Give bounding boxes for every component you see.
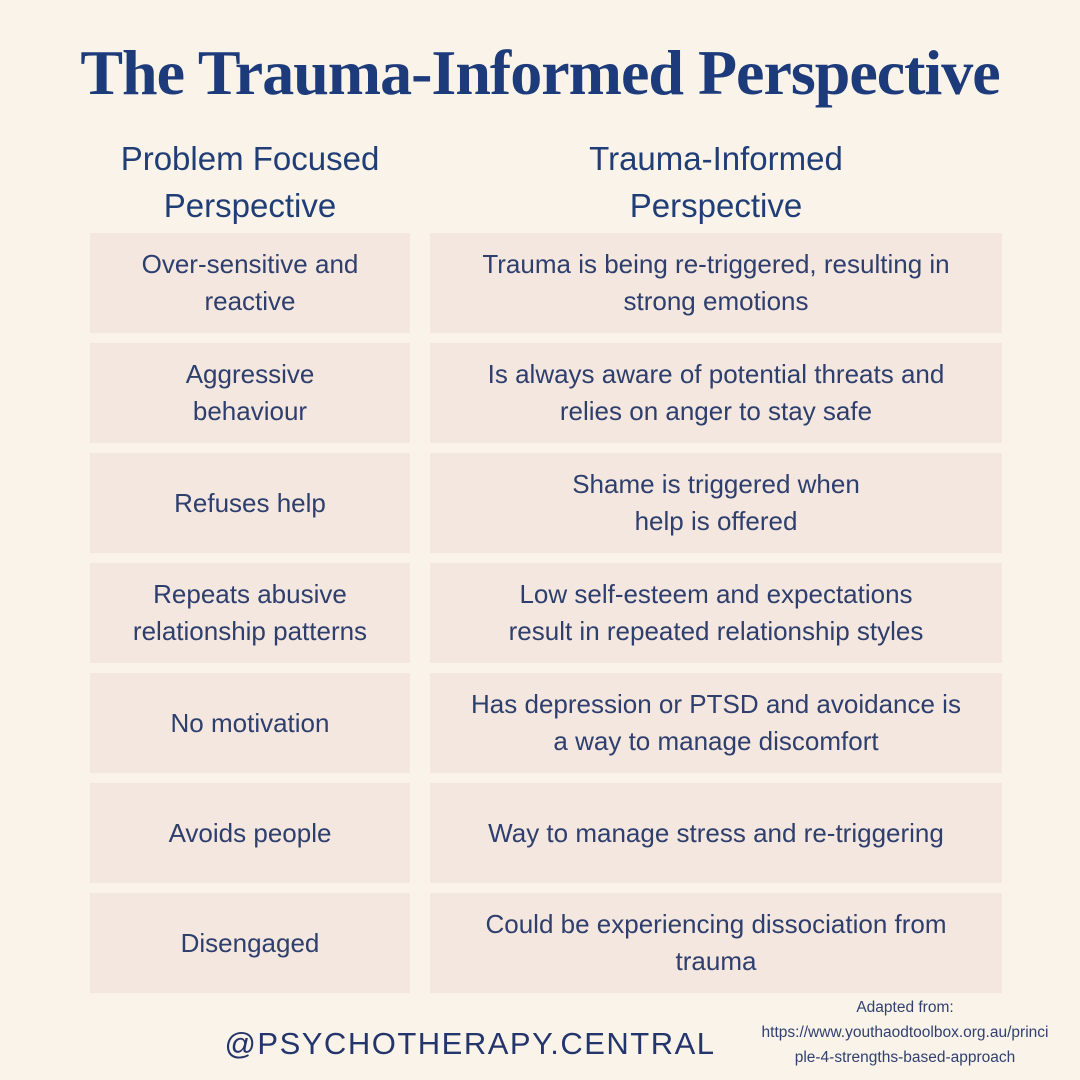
table-row: Refuses help Shame is triggered when hel… bbox=[90, 453, 1002, 553]
attribution-label: Adapted from: bbox=[856, 999, 954, 1016]
attribution-url-line1: https://www.youthaodtoolbox.org.au/princ… bbox=[761, 1024, 1049, 1042]
table-row: Over-sensitive and reactive Trauma is be… bbox=[90, 233, 1002, 333]
problem-cell: Aggressive behaviour bbox=[90, 343, 410, 443]
trauma-cell: Is always aware of potential threats and… bbox=[430, 343, 1002, 443]
column-header-problem-focused: Problem Focused Perspective bbox=[120, 140, 380, 224]
trauma-cell: Trauma is being re-triggered, resulting … bbox=[430, 233, 1002, 333]
trauma-cell: Way to manage stress and re-triggering bbox=[430, 783, 1002, 883]
trauma-cell: Could be experiencing dissociation from … bbox=[430, 893, 1002, 993]
problem-cell: Disengaged bbox=[90, 893, 410, 993]
social-handle: @PSYCHOTHERAPY.CENTRAL bbox=[224, 1026, 716, 1061]
table-row: Repeats abusive relationship patterns Lo… bbox=[90, 563, 1002, 663]
problem-cell: Repeats abusive relationship patterns bbox=[90, 563, 410, 663]
table-row: Aggressive behaviour Is always aware of … bbox=[90, 343, 1002, 443]
problem-cell: Refuses help bbox=[90, 453, 410, 553]
trauma-cell: Low self-esteem and expectations result … bbox=[430, 563, 1002, 663]
table-row: No motivation Has depression or PTSD and… bbox=[90, 673, 1002, 773]
table-row: Disengaged Could be experiencing dissoci… bbox=[90, 893, 1002, 993]
page-title: The Trauma-Informed Perspective bbox=[80, 37, 1000, 108]
problem-cell: Avoids people bbox=[90, 783, 410, 883]
trauma-cell: Shame is triggered when help is offered bbox=[430, 453, 1002, 553]
table-row: Avoids people Way to manage stress and r… bbox=[90, 783, 1002, 883]
problem-cell: Over-sensitive and reactive bbox=[90, 233, 410, 333]
attribution-note: Adapted from: https://www.youthaodtoolbo… bbox=[752, 995, 1058, 1070]
column-header-trauma-informed: Trauma-Informed Perspective bbox=[589, 140, 843, 224]
trauma-cell: Has depression or PTSD and avoidance is … bbox=[430, 673, 1002, 773]
attribution-url-line2: ple-4-strengths-based-approach bbox=[794, 1049, 1016, 1067]
problem-cell: No motivation bbox=[90, 673, 410, 773]
comparison-table: Over-sensitive and reactive Trauma is be… bbox=[90, 233, 1002, 1003]
